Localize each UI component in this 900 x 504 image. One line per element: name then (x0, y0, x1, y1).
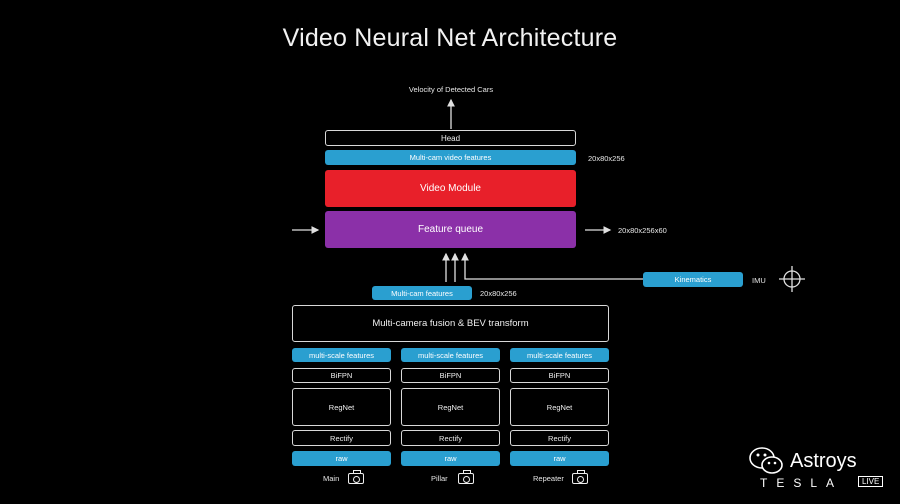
col-repeater-features: multi-scale features (510, 348, 609, 362)
video-module-block: Video Module (325, 170, 576, 207)
camera-icon (458, 470, 474, 484)
col-repeater-regnet: RegNet (510, 388, 609, 426)
col-repeater-rectify: Rectify (510, 430, 609, 446)
col-repeater-raw: raw (510, 451, 609, 466)
output-label: Velocity of Detected Cars (408, 85, 494, 94)
col-main-rectify: Rectify (292, 430, 391, 446)
multicam-video-features-block: Multi-cam video features (325, 150, 576, 165)
col-repeater-bifpn: BiFPN (510, 368, 609, 383)
multicam-features-dim: 20x80x256 (480, 289, 517, 298)
video-features-dim: 20x80x256 (588, 154, 625, 163)
multicam-features-block: Multi-cam features (372, 286, 472, 300)
feature-queue-block: Feature queue (325, 211, 576, 248)
col-pillar-bifpn: BiFPN (401, 368, 500, 383)
camera-label-pillar: Pillar (431, 474, 448, 483)
camera-label-repeater: Repeater (533, 474, 564, 483)
live-badge: LIVE (858, 476, 884, 487)
col-pillar-raw: raw (401, 451, 500, 466)
page-title: Video Neural Net Architecture (282, 24, 618, 52)
col-pillar-rectify: Rectify (401, 430, 500, 446)
col-main-raw: raw (292, 451, 391, 466)
col-pillar-regnet: RegNet (401, 388, 500, 426)
fusion-bev-block: Multi-camera fusion & BEV transform (292, 305, 609, 342)
head-block: Head (325, 130, 576, 146)
watermark-text: Astroys (790, 450, 857, 472)
camera-label-main: Main (323, 474, 340, 483)
tesla-logo-text: TESLA (760, 476, 844, 490)
col-pillar-features: multi-scale features (401, 348, 500, 362)
camera-icon (572, 470, 588, 484)
camera-icon (348, 470, 364, 484)
col-main-features: multi-scale features (292, 348, 391, 362)
arrow-kinematics-to-queue (461, 252, 643, 280)
col-main-regnet: RegNet (292, 388, 391, 426)
wechat-icon (749, 447, 783, 474)
feature-queue-dim: 20x80x256x60 (618, 226, 667, 235)
imu-label: IMU (752, 276, 766, 285)
imu-crosshair-icon (779, 266, 805, 292)
kinematics-block: Kinematics (643, 272, 743, 287)
col-main-bifpn: BiFPN (292, 368, 391, 383)
